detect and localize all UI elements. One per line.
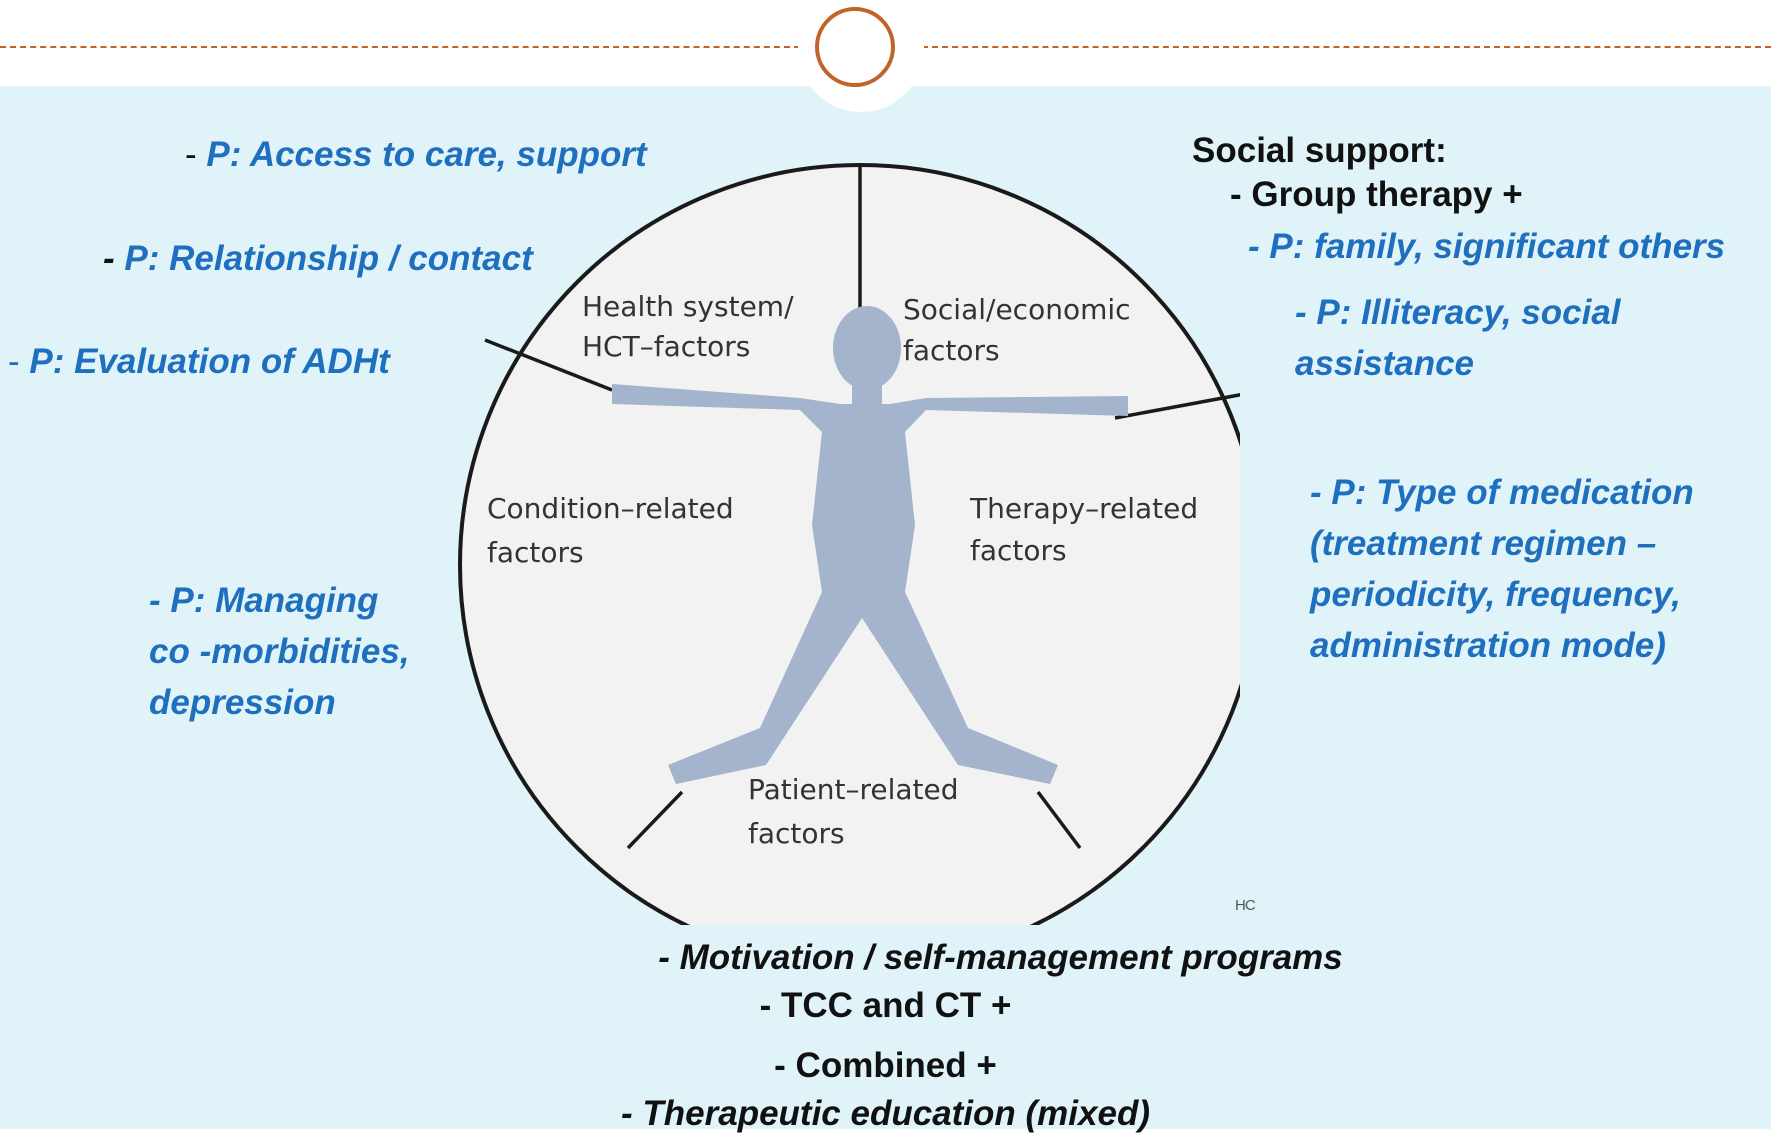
segment-therapy-related-line1: Therapy–related xyxy=(969,492,1198,525)
note-group-therapy: - Group therapy + xyxy=(1230,175,1523,214)
note-medication-line3: periodicity, frequency, xyxy=(1310,575,1681,614)
note-medication-line1: - P: Type of medication xyxy=(1310,473,1694,512)
adherence-factors-diagram: Health system/ HCT–factors Social/econom… xyxy=(458,163,1240,925)
segment-social-economic: Social/economic factors xyxy=(903,293,1139,367)
note-illiteracy-line1: - P: Illiteracy, social xyxy=(1295,293,1621,332)
diagram-credit: HC xyxy=(1235,897,1256,914)
note-evaluation: - P: Evaluation of ADHt xyxy=(8,339,390,385)
note-medication-line4: administration mode) xyxy=(1310,626,1666,665)
note-illiteracy-line2: assistance xyxy=(1295,344,1475,383)
circle-ornament-icon xyxy=(815,7,895,87)
bottom-notes: - Motivation / self-management programs … xyxy=(0,934,1771,1138)
note-illiteracy: - P: Illiteracy, social assistance xyxy=(1295,287,1621,389)
note-motivation: - Motivation / self-management programs xyxy=(658,938,1343,977)
note-evaluation-prefix: - xyxy=(8,342,30,381)
segment-condition-related-line1: Condition–related xyxy=(487,492,734,525)
note-comorbidities-line2: co -morbidities, xyxy=(149,632,410,671)
segment-health-system-line1: Health system/ xyxy=(582,290,794,323)
note-access-text: P: Access to care, support xyxy=(206,135,647,174)
note-social-support-title: Social support: xyxy=(1192,131,1447,170)
header-divider-right xyxy=(922,46,1771,48)
note-relationship: - P: Relationship / contact xyxy=(103,236,533,282)
segment-patient-related: Patient–related factors xyxy=(748,773,967,850)
note-comorbidities-line1: - P: Managing xyxy=(149,581,379,620)
note-medication: - P: Type of medication (treatment regim… xyxy=(1310,467,1694,671)
note-combined: - Combined + xyxy=(774,1046,997,1085)
segment-therapy-related: Therapy–related factors xyxy=(969,492,1207,567)
segment-divider xyxy=(484,338,613,392)
segment-divider xyxy=(1036,790,1082,850)
header-divider-left xyxy=(0,46,800,48)
note-comorbidities: - P: Managing co -morbidities, depressio… xyxy=(149,575,410,728)
segment-social-economic-line1: Social/economic xyxy=(903,293,1131,326)
segment-therapy-related-line2: factors xyxy=(970,534,1067,567)
segment-divider xyxy=(1114,393,1240,420)
note-relationship-text: P: Relationship / contact xyxy=(124,239,533,278)
note-tcc: - TCC and CT + xyxy=(759,986,1012,1025)
segment-health-system-line2: HCT–factors xyxy=(582,330,750,363)
segment-health-system: Health system/ HCT–factors xyxy=(582,290,802,363)
note-education: - Therapeutic education (mixed) xyxy=(621,1094,1150,1133)
note-access-prefix: - xyxy=(185,135,207,174)
segment-patient-related-line1: Patient–related xyxy=(748,773,959,806)
segment-condition-related: Condition–related factors xyxy=(487,492,743,569)
segment-condition-related-line2: factors xyxy=(487,536,584,569)
segment-patient-related-line2: factors xyxy=(748,817,845,850)
segment-social-economic-line2: factors xyxy=(903,334,1000,367)
note-evaluation-text: P: Evaluation of ADHt xyxy=(29,342,390,381)
note-family: - P: family, significant others xyxy=(1248,227,1726,266)
note-comorbidities-line3: depression xyxy=(149,683,336,722)
human-figure-icon xyxy=(612,306,1128,784)
segment-divider xyxy=(626,790,684,850)
note-medication-line2: (treatment regimen – xyxy=(1310,524,1657,563)
note-access-to-care: - P: Access to care, support xyxy=(185,132,647,178)
note-relationship-prefix: - xyxy=(103,239,125,278)
